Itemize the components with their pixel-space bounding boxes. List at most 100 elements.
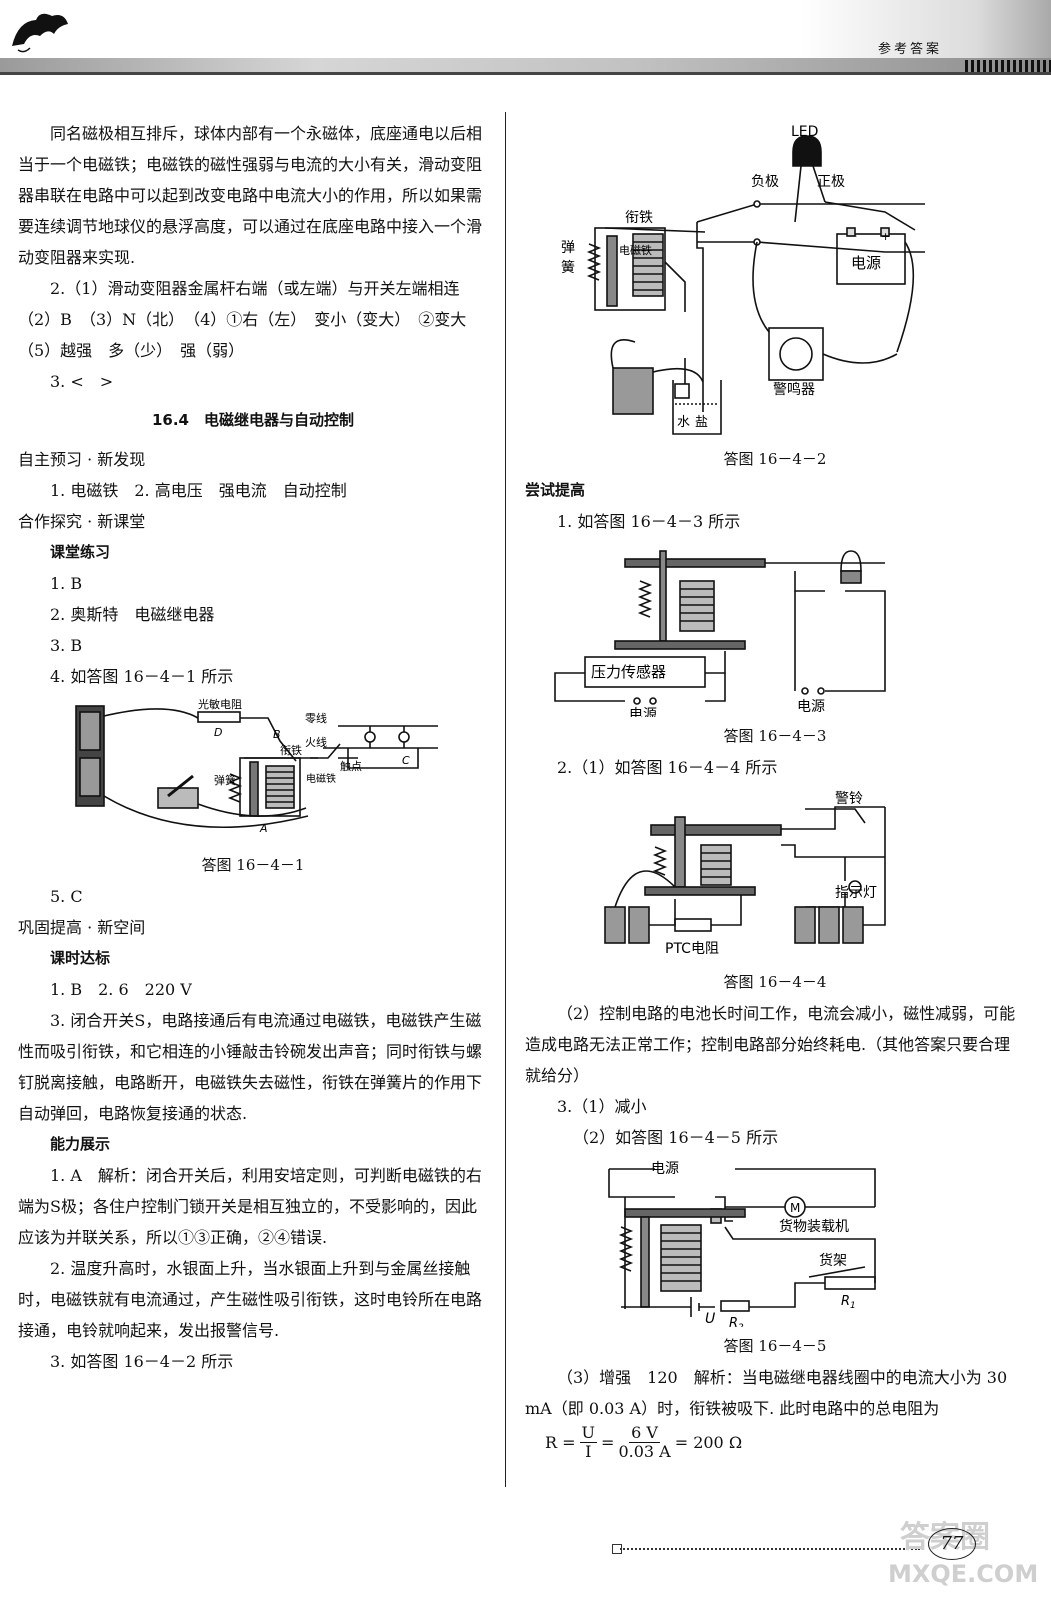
answer-c5: 5. C	[50, 887, 83, 906]
answer-a3: 3. 如答图 16－4－2 所示	[50, 1352, 234, 1371]
label-plus: +	[881, 230, 890, 243]
label-ptc: PTC电阻	[665, 941, 719, 957]
formula-rhs: = 200 Ω	[674, 1433, 743, 1452]
label-contact: 触点	[340, 759, 362, 773]
header-band	[0, 58, 1051, 72]
page-number: 77	[928, 1528, 976, 1560]
answer-a2: 2. 温度升高时，水银面上升，当水银面上升到与金属丝接触时，电磁铁就有电流通过，…	[18, 1259, 483, 1340]
heading-preview: 自主预习 · 新发现	[18, 450, 146, 469]
answer-c4: 4. 如答图 16－4－1 所示	[50, 667, 234, 686]
label-spring: 弹簧	[214, 773, 236, 787]
fraction-denominator-1: I	[585, 1442, 592, 1461]
label-power-3b: 电源	[797, 699, 825, 715]
column-divider	[505, 112, 506, 1487]
label-motor: M	[790, 1201, 800, 1215]
figure-16-4-1: 光敏电阻 D B 零线 火线 衔铁 弹簧 电磁铁 触点 C A	[18, 696, 488, 846]
label-led: LED	[791, 124, 818, 140]
circuit-diagram-3: 压力传感器 电源 电源	[554, 550, 886, 723]
fraction-U-over-I: U I	[579, 1423, 598, 1461]
circuit-diagram-4: 警铃 指示灯 PTC电阻	[604, 791, 886, 957]
answer-r1: 1. 如答图 16－4－3 所示	[557, 512, 741, 531]
header-barcode	[965, 60, 1051, 72]
label-power-2: 电源	[851, 254, 881, 272]
answer-r2: 2.（1）如答图 16－4－4 所示	[557, 758, 778, 777]
heading-coop: 合作探究 · 新课堂	[18, 512, 146, 531]
circuit-diagram-5: 电源 M 货物装载机 货架 U R2 R1	[608, 1161, 876, 1333]
label-indicator-lamp: 指示灯	[835, 885, 877, 901]
fraction-denominator-2: 0.03 A	[618, 1442, 671, 1461]
fraction-6V-over-003A: 6 V 0.03 A	[618, 1424, 670, 1461]
circuit-diagram-2: LED 负极 正极 衔铁 弹 簧 电磁铁 电源 － + 警鸣器 水 盐	[561, 124, 925, 435]
circuit-diagram-1: 光敏电阻 D B 零线 火线 衔铁 弹簧 电磁铁 触点 C A	[75, 697, 438, 835]
heading-class-practice: 课堂练习	[50, 543, 111, 561]
cloud-logo-icon	[12, 13, 68, 53]
label-power-5: 电源	[651, 1161, 679, 1177]
answer-r3c: （3）增强 120 解析：当电磁继电器线圈中的电流大小为 30 mA（即 0.0…	[525, 1368, 1008, 1418]
answer-a1: 1. A 解析：闭合开关后，利用安培定则，可判断电磁铁的右端为S极；各住户控制门…	[18, 1166, 482, 1247]
resistance-formula: R = U I = 6 V 0.03 A = 200 Ω	[525, 1424, 1025, 1461]
label-fire-line: 火线	[305, 735, 327, 749]
answer-r3: 3.（1）减小	[557, 1097, 647, 1116]
label-bell: 警铃	[835, 791, 863, 807]
heading-target: 课时达标	[50, 949, 111, 967]
header-fade	[800, 0, 1051, 58]
answer-q2: 2.（1）滑动变阻器金属杆右端（或左端）与开关左端相连 （2）B （3）N（北）…	[18, 279, 483, 360]
answer-r3b: （2）如答图 16－4－5 所示	[573, 1128, 779, 1147]
label-positive: 正极	[817, 174, 845, 190]
answer-t3: 3. 闭合开关S，电路接通后有电流通过电磁铁，电磁铁产生磁性而吸引衔铁，和它相连…	[18, 1011, 483, 1123]
fraction-numerator-1: U	[579, 1423, 598, 1443]
fraction-numerator-2: 6 V	[629, 1423, 660, 1443]
label-shelf: 货架	[819, 1252, 847, 1269]
answer-r2b: （2）控制电路的电池长时间工作，电流会减小，磁性减弱，可能造成电路无法正常工作；…	[525, 1004, 1016, 1085]
footer-dotted-line	[620, 1548, 920, 1554]
answer-c1: 1. B	[50, 574, 83, 593]
label-electromagnet: 电磁铁	[306, 772, 336, 785]
label-water: 水	[677, 415, 690, 430]
answer-preview: 1. 电磁铁 2. 高电压 强电流 自动控制	[50, 481, 347, 500]
label-R2: R2	[729, 1316, 744, 1327]
label-pressure-sensor: 压力传感器	[591, 663, 666, 681]
caption-16-4-5: 答图 16－4－5	[723, 1337, 827, 1355]
answer-c3: 3. B	[50, 636, 83, 655]
figure-16-4-5: 电源 M 货物装载机 货架 U R2 R1	[525, 1157, 1025, 1333]
label-A: A	[259, 822, 268, 835]
header-title: 参考答案	[878, 42, 943, 57]
label-spring-2b: 簧	[561, 260, 575, 276]
heading-try: 尝试提高	[525, 481, 586, 499]
figure-16-4-4: 警铃 指示灯 PTC电阻	[525, 787, 1025, 963]
label-armature-2: 衔铁	[625, 210, 653, 226]
figure-16-4-3: 压力传感器 电源 电源	[525, 541, 1025, 723]
answer-c2: 2. 奥斯特 电磁继电器	[50, 605, 215, 624]
caption-16-4-1: 答图 16－4－1	[201, 856, 305, 874]
label-zero-line: 零线	[305, 711, 327, 725]
label-U: U	[705, 1311, 715, 1327]
label-buzzer: 警鸣器	[773, 381, 815, 398]
label-C: C	[402, 754, 410, 767]
intro-paragraph: 同名磁极相互排斥，球体内部有一个永磁体，底座通电以后相当于一个电磁铁；电磁铁的磁…	[18, 124, 483, 267]
label-R1: R1	[841, 1294, 856, 1311]
label-spring-2a: 弹	[561, 240, 575, 256]
answer-t1: 1. B 2. 6 220 V	[50, 980, 192, 999]
label-minus: －	[847, 230, 858, 243]
figure-16-4-2: LED 负极 正极 衔铁 弹 簧 电磁铁 电源 － + 警鸣器 水 盐	[525, 122, 1025, 440]
label-salt: 盐	[695, 415, 708, 430]
header-rule	[0, 72, 1051, 75]
caption-16-4-4: 答图 16－4－4	[723, 973, 827, 991]
heading-consolidate: 巩固提高 · 新空间	[18, 918, 146, 937]
right-column: LED 负极 正极 衔铁 弹 簧 电磁铁 电源 － + 警鸣器 水 盐 答图 1…	[525, 118, 1025, 1461]
label-negative: 负极	[751, 174, 779, 190]
caption-16-4-2: 答图 16－4－2	[723, 450, 827, 468]
page-header: 参考答案	[0, 0, 1051, 80]
heading-ability: 能力展示	[50, 1135, 111, 1153]
label-B: B	[273, 728, 281, 741]
formula-equals: =	[601, 1433, 615, 1452]
watermark-url: MXQE.COM	[888, 1560, 1039, 1588]
formula-lhs: R =	[545, 1433, 576, 1452]
label-power-3a: 电源	[629, 707, 657, 717]
label-armature: 衔铁	[280, 744, 302, 757]
left-column: 同名磁极相互排斥，球体内部有一个永磁体，底座通电以后相当于一个电磁铁；电磁铁的磁…	[18, 118, 488, 1377]
label-loader: 货物装载机	[779, 1218, 849, 1235]
section-title: 16.4 电磁继电器与自动控制	[151, 411, 354, 429]
label-light-resistor: 光敏电阻	[198, 697, 242, 711]
answer-q3: 3. < >	[50, 372, 114, 391]
